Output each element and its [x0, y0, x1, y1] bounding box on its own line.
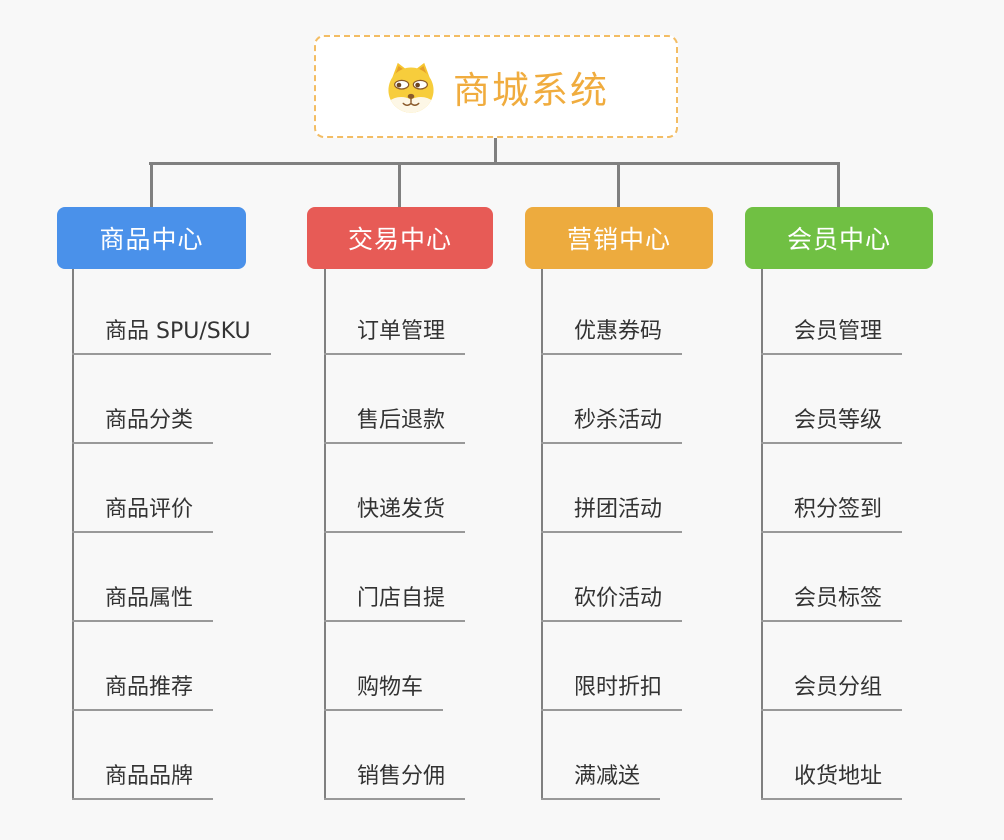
leaf-item[interactable]: 积分签到	[761, 495, 903, 533]
leaf-item[interactable]: 优惠券码	[541, 317, 683, 355]
leaf-item[interactable]: 会员管理	[761, 317, 903, 355]
leaf-item[interactable]: 收货地址	[761, 762, 903, 800]
leaf-item[interactable]: 会员等级	[761, 406, 903, 444]
connector-drop-trade	[398, 162, 401, 208]
leaf-item[interactable]: 砍价活动	[541, 584, 683, 622]
leaf-item[interactable]: 拼团活动	[541, 495, 683, 533]
leaf-column-member: 会员管理 会员等级 积分签到 会员标签 会员分组 收货地址	[761, 269, 903, 800]
shiba-dog-icon	[388, 62, 434, 113]
leaf-item[interactable]: 购物车	[324, 673, 444, 711]
leaf-item[interactable]: 订单管理	[324, 317, 466, 355]
leaf-item[interactable]: 限时折扣	[541, 673, 683, 711]
leaf-item[interactable]: 商品分类	[72, 406, 214, 444]
leaf-item[interactable]: 商品品牌	[72, 762, 214, 800]
connector-drop-product	[150, 162, 153, 208]
leaf-item[interactable]: 商品 SPU/SKU	[72, 317, 271, 355]
connector-root-stem	[494, 138, 497, 163]
leaf-item[interactable]: 售后退款	[324, 406, 466, 444]
leaf-item[interactable]: 会员标签	[761, 584, 903, 622]
branch-node-member-center[interactable]: 会员中心	[745, 207, 933, 269]
leaf-item[interactable]: 销售分佣	[324, 762, 466, 800]
connector-drop-member	[837, 162, 840, 208]
leaf-item[interactable]: 商品属性	[72, 584, 214, 622]
branch-label: 交易中心	[347, 225, 452, 254]
leaf-item[interactable]: 商品推荐	[72, 673, 214, 711]
leaf-column-trade: 订单管理 售后退款 快递发货 门店自提 购物车 销售分佣	[324, 269, 466, 800]
branch-node-marketing-center[interactable]: 营销中心	[525, 207, 713, 269]
leaf-item[interactable]: 商品评价	[72, 495, 214, 533]
leaf-column-product: 商品 SPU/SKU 商品分类 商品评价 商品属性 商品推荐 商品品牌	[72, 269, 271, 800]
leaf-item[interactable]: 满减送	[541, 762, 661, 800]
branch-node-product-center[interactable]: 商品中心	[57, 207, 246, 269]
connector-horizontal-bar	[149, 162, 840, 165]
branch-label: 会员中心	[786, 225, 891, 254]
connector-drop-marketing	[617, 162, 620, 208]
branch-label: 商品中心	[99, 225, 204, 254]
branch-label: 营销中心	[566, 225, 671, 254]
leaf-item[interactable]: 会员分组	[761, 673, 903, 711]
leaf-column-marketing: 优惠券码 秒杀活动 拼团活动 砍价活动 限时折扣 满减送	[541, 269, 683, 800]
root-node[interactable]: 商城系统	[314, 35, 678, 138]
leaf-item[interactable]: 快递发货	[324, 495, 466, 533]
leaf-item[interactable]: 门店自提	[324, 584, 466, 622]
root-title: 商城系统	[453, 68, 609, 112]
branch-node-trade-center[interactable]: 交易中心	[307, 207, 493, 269]
leaf-item[interactable]: 秒杀活动	[541, 406, 683, 444]
